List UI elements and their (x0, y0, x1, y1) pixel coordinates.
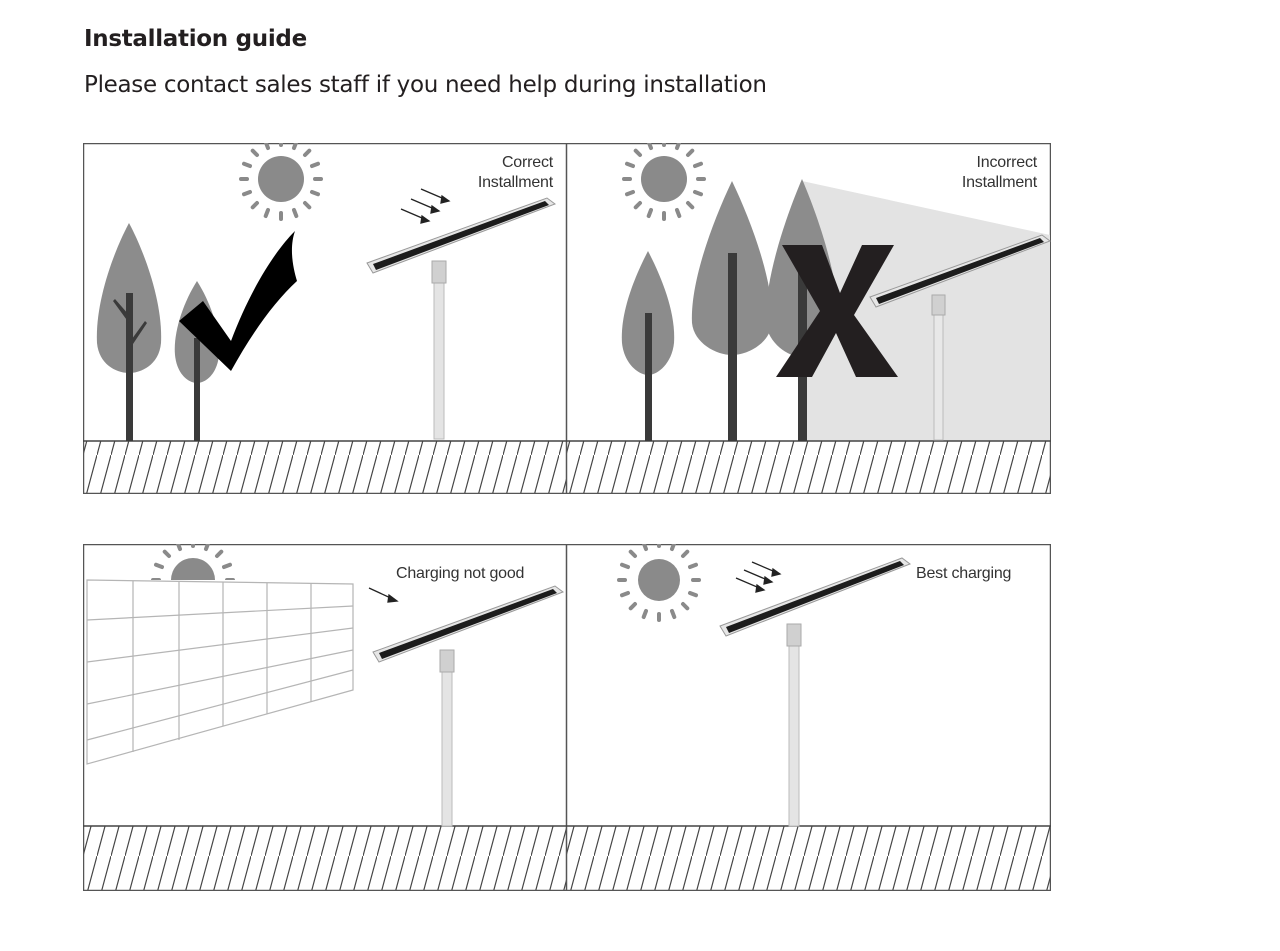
panel-charging-not-good: Charging not good (83, 544, 567, 891)
sun-icon (622, 143, 706, 221)
sun-icon (617, 544, 701, 622)
sun-icon (239, 143, 323, 221)
panel-label: Correct (501, 154, 553, 171)
panel-best-charging: Best charging (566, 544, 1051, 891)
panel-label: Installment (477, 174, 553, 191)
building-icon (86, 579, 354, 765)
page-title: Installation guide (84, 26, 307, 52)
panel-label: Installment (961, 174, 1037, 191)
tree-icon (96, 223, 162, 441)
tree-icon (691, 181, 773, 441)
cross-icon (776, 245, 898, 377)
sunlight-arrows-icon (400, 188, 451, 224)
sunlight-arrows-icon (735, 561, 782, 593)
panel-label: Best charging (916, 565, 1012, 582)
sunlight-arrow-icon (368, 587, 399, 603)
page-subtitle: Please contact sales staff if you need h… (84, 72, 767, 98)
panel-label: Charging not good (396, 565, 525, 582)
sun-icon (151, 544, 235, 580)
check-icon (179, 231, 297, 371)
tree-icon (621, 251, 675, 441)
panel-correct-installment: Correct Installment (83, 143, 567, 494)
solar-street-light (366, 197, 557, 440)
solar-street-light (869, 234, 1051, 441)
solar-street-light (372, 585, 565, 827)
solar-street-light (719, 557, 912, 827)
panel-incorrect-installment: Incorrect Installment (566, 143, 1051, 494)
panel-label: Incorrect (976, 154, 1038, 171)
